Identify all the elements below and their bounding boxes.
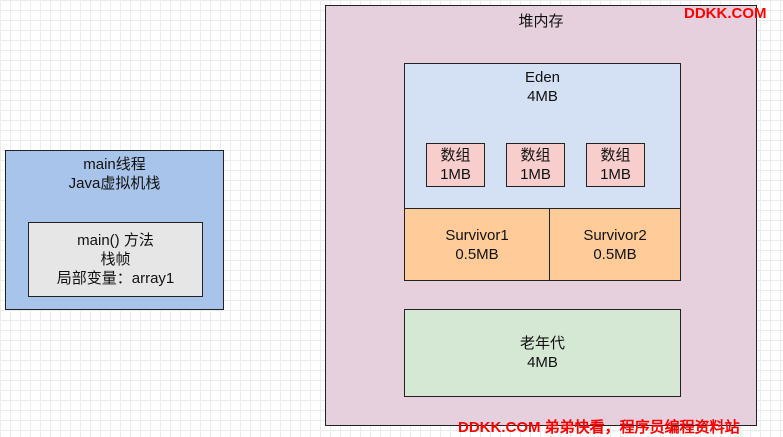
old-generation: 老年代 4MB [404,309,681,397]
array-size: 1MB [600,166,631,183]
old-gen-name: 老年代 [519,335,565,352]
old-gen-size: 4MB [527,354,558,371]
survivor-name: Survivor1 [445,226,509,244]
watermark-bottom: DDKK.COM 弟弟快看，程序员编程资料站 [458,419,740,436]
thread-title: main线程 Java虚拟机栈 [6,155,223,193]
survivor2-space: Survivor2 0.5MB [549,208,681,281]
main-stack-frame: main() 方法 栈帧 局部变量：array1 [28,222,203,297]
frame-line3: 局部变量：array1 [56,270,175,287]
array-size: 1MB [440,166,471,183]
array-object-3: 数组 1MB [586,143,645,187]
array-size: 1MB [520,166,551,183]
survivor-size: 0.5MB [455,245,499,263]
eden-title: Eden 4MB [404,68,681,106]
frame-line1: main() 方法 [77,232,154,249]
eden-name: Eden [524,69,561,86]
array-object-2: 数组 1MB [506,143,565,187]
watermark-top: DDKK.COM [684,5,767,22]
eden-size: 4MB [527,88,558,105]
survivor-size: 0.5MB [593,245,637,263]
array-object-1: 数组 1MB [426,143,485,187]
array-label: 数组 [440,147,471,164]
thread-title-line2: Java虚拟机栈 [68,175,161,192]
thread-title-line1: main线程 [83,156,146,173]
survivor1-space: Survivor1 0.5MB [404,208,550,281]
array-label: 数组 [600,147,631,164]
survivor-name: Survivor2 [583,226,647,244]
frame-line2: 栈帧 [100,251,131,268]
heap-title: 堆内存 [518,13,564,30]
array-label: 数组 [520,147,551,164]
